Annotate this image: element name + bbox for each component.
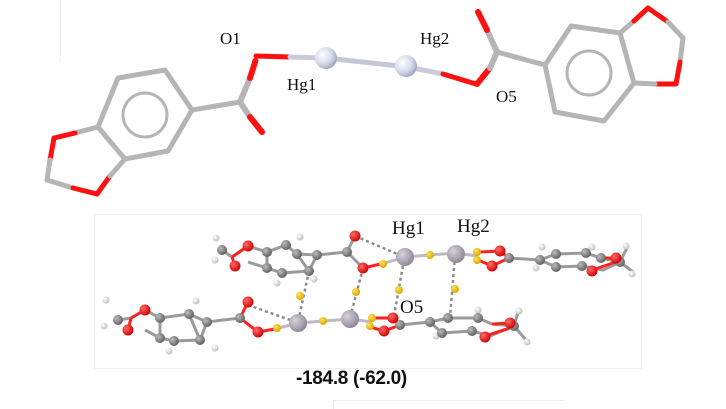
label-o1: O1 (220, 29, 241, 48)
left-aromatic-circle (121, 91, 169, 139)
right-aromatic-circle (565, 49, 613, 97)
bottom-label-o5: O5 (400, 297, 424, 318)
right-dioxole-ring (617, 5, 686, 87)
frame-line-bottom (333, 400, 564, 409)
bottom-hg2-lower-atom (341, 310, 359, 328)
bottom-label-hg1: Hg1 (392, 218, 425, 239)
bottom-hg2-atom (447, 245, 465, 263)
bottom-hg1-lower-atom (289, 314, 307, 332)
top-molecule-diagram (44, 5, 686, 197)
hg1-atom (315, 47, 337, 69)
label-o5: O5 (496, 87, 517, 106)
interaction-energy-label: -184.8 (-62.0) (296, 368, 407, 389)
left-dioxole-ring (44, 124, 128, 197)
label-hg2: Hg2 (420, 29, 450, 48)
hg2-atom (395, 55, 417, 77)
frame-line (60, 0, 61, 62)
label-hg1: Hg1 (287, 75, 317, 94)
bottom-hg1-atom (396, 248, 414, 266)
bottom-panel-frame (94, 214, 642, 369)
bottom-label-hg2: Hg2 (457, 216, 490, 237)
